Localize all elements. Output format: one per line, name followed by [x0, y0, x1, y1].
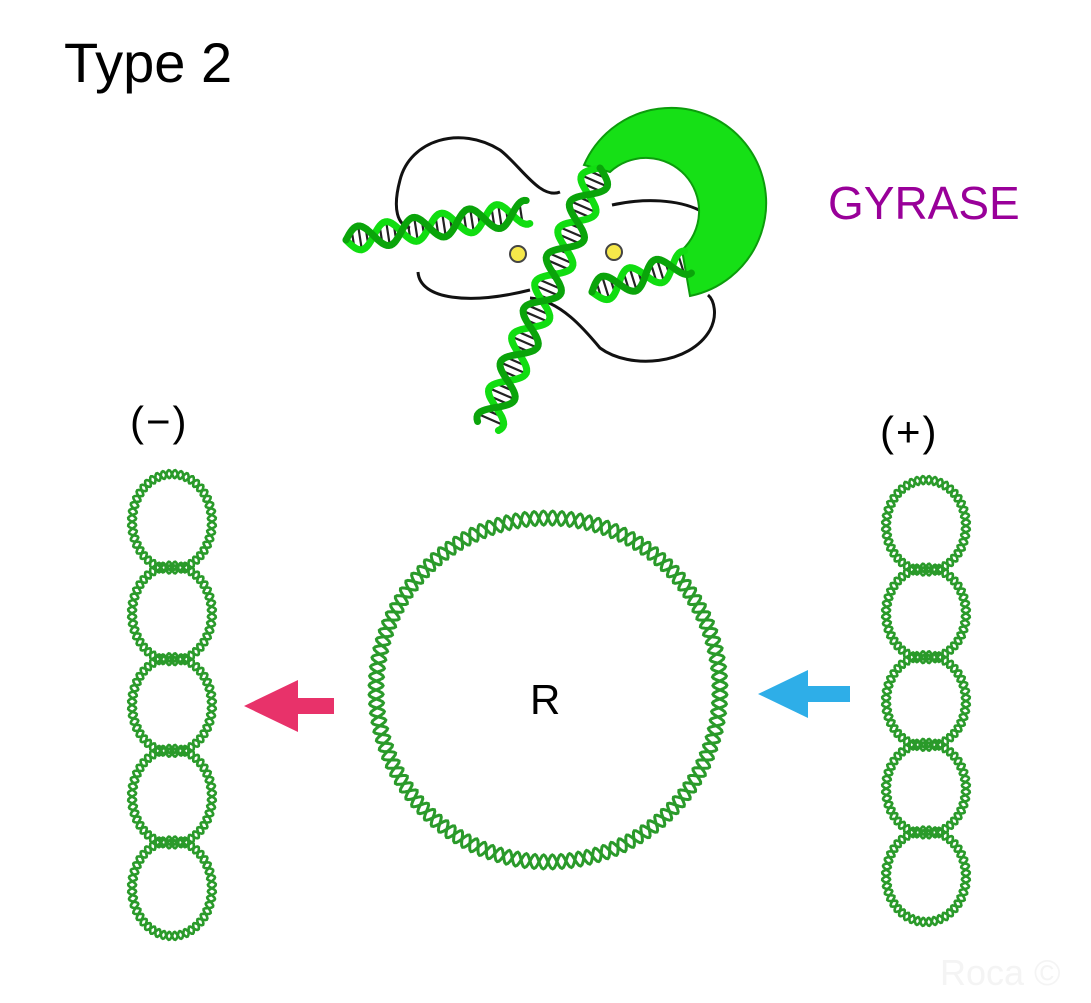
dna-double-helix-icon: [588, 247, 695, 304]
cleavage-site-right: [605, 243, 623, 261]
positive-supercoil: [880, 474, 972, 928]
cleavage-site-left: [509, 245, 527, 263]
supercoil-icon: [880, 649, 972, 753]
supercoil-icon: [126, 835, 218, 942]
negative-supercoil: [126, 468, 218, 942]
supercoil-icon: [126, 560, 218, 667]
positive-supercoil-label: (+): [880, 408, 939, 455]
supercoil-icon: [880, 562, 972, 665]
dna-double-helix-icon: [473, 164, 612, 434]
watermark: Roca ©: [940, 952, 1061, 993]
supercoil-icon: [126, 743, 218, 850]
supercoil-icon: [126, 468, 218, 575]
arrow-left-icon: [758, 670, 850, 718]
negative-supercoil-label: (−): [130, 398, 189, 445]
dna-double-helix-icon: [342, 196, 534, 254]
arrow-left-icon: [244, 680, 334, 732]
supercoil-icon: [880, 825, 972, 928]
supercoil-icon: [880, 474, 972, 577]
page-title: Type 2: [64, 31, 233, 94]
supercoil-icon: [126, 651, 218, 759]
dna-double-helices: [342, 164, 695, 434]
gyrase-label: GYRASE: [828, 177, 1020, 229]
relaxed-dna-circle: [367, 509, 729, 871]
relaxed-label: R: [530, 676, 561, 723]
supercoil-icon: [880, 737, 972, 840]
gyrase-clamp-icon: [582, 106, 768, 298]
